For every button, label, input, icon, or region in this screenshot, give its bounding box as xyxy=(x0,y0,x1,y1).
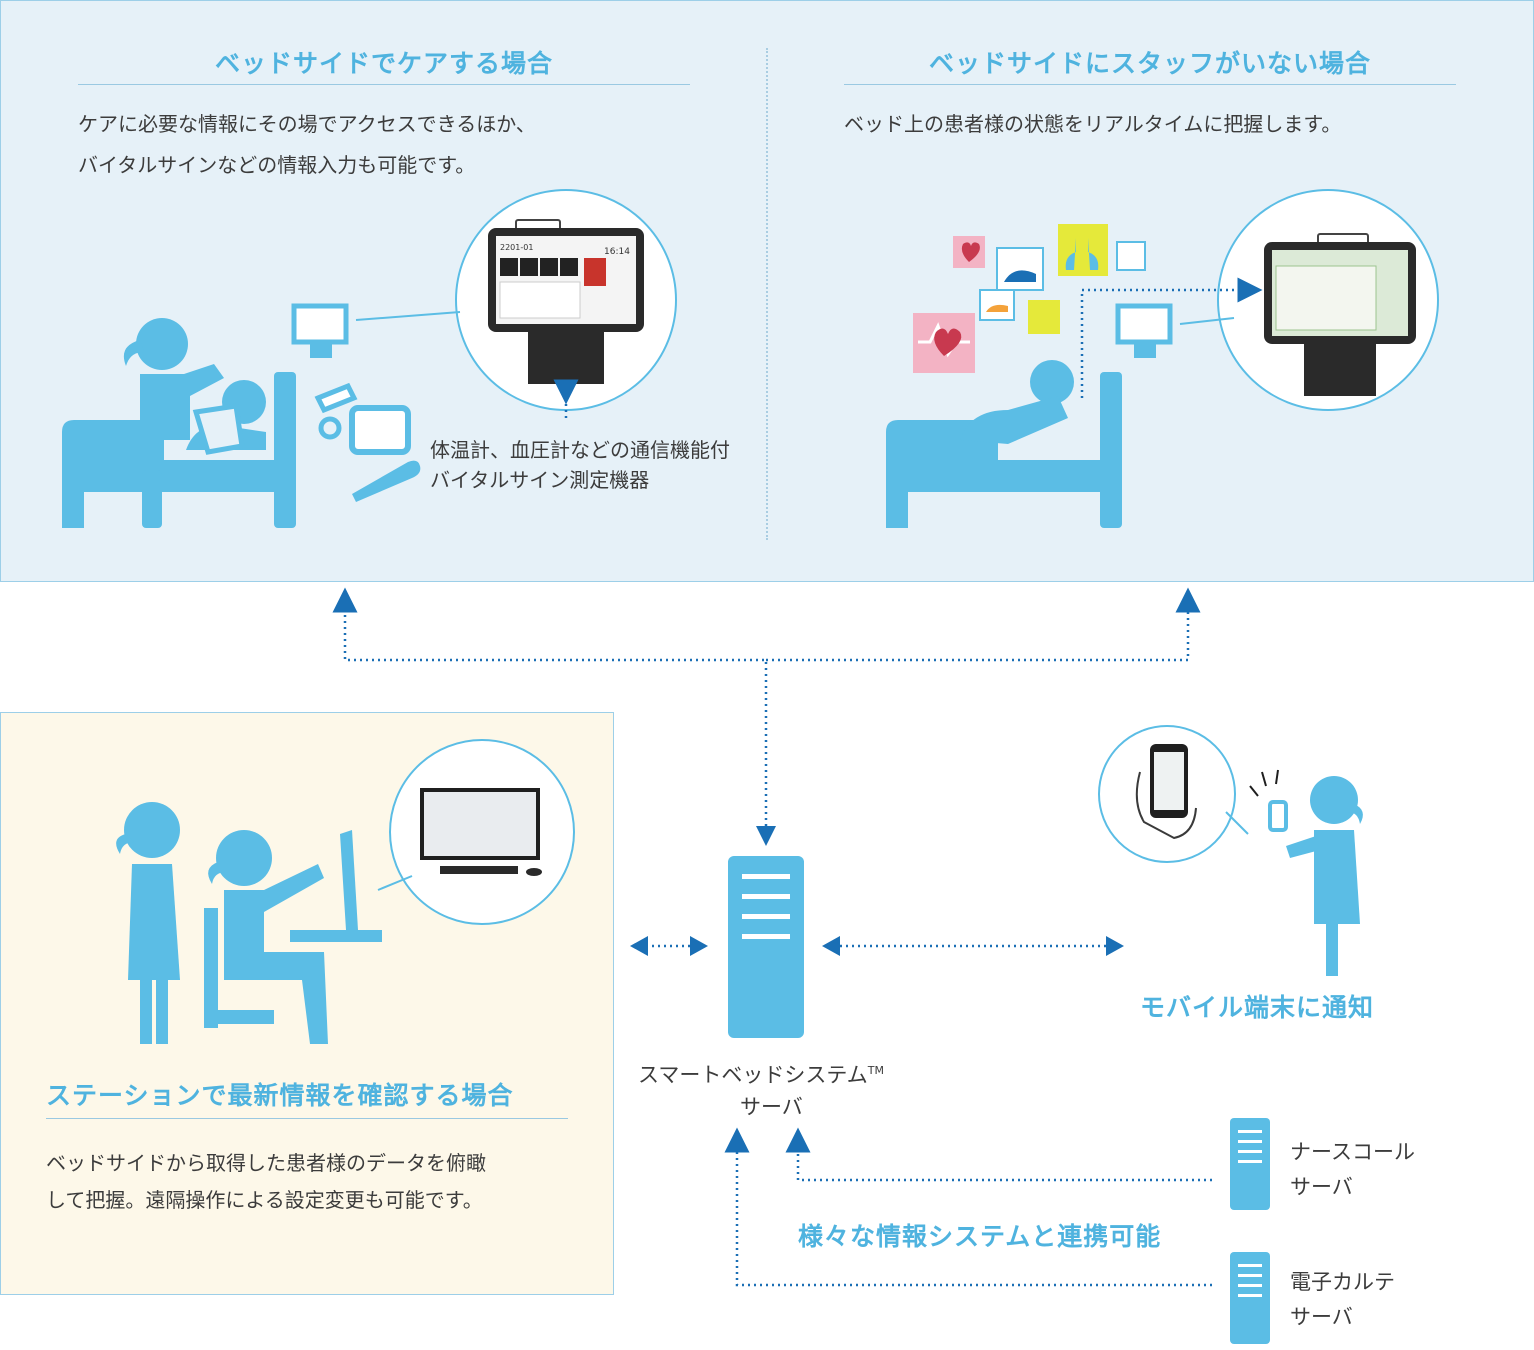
sleeping-patient-head xyxy=(1030,360,1074,404)
integration-label: 様々な情報システムと連携可能 xyxy=(798,1222,1162,1251)
emr-line2: サーバ xyxy=(1290,1305,1353,1329)
arrow-station-left xyxy=(630,936,648,956)
nurse-call-server-icon xyxy=(1230,1118,1270,1210)
trademark: TM xyxy=(867,1064,884,1077)
standing-nurse-head xyxy=(124,802,180,858)
no-staff-rule xyxy=(844,84,1456,85)
hand-outline xyxy=(1135,771,1197,840)
seated-nurse-body xyxy=(224,864,328,1044)
seated-nurse-ponytail xyxy=(208,862,226,884)
small-lung-icon xyxy=(1028,300,1060,334)
bedside-care-illustration: 2201-01 16:14 xyxy=(62,189,677,528)
terminal-stand xyxy=(310,342,332,358)
bed-frame xyxy=(62,420,276,528)
notification-lines xyxy=(1249,769,1279,797)
bedside-tablet: 2201-01 16:14 xyxy=(488,219,644,384)
nurse-phone xyxy=(1268,800,1288,832)
server-name: スマートベッドシステム xyxy=(638,1063,868,1087)
bed-headboard-right xyxy=(1100,372,1122,528)
server-label-line2: サーバ xyxy=(740,1095,803,1119)
bedside-terminal-right xyxy=(1115,303,1173,345)
tablet-room-number: 2201-01 xyxy=(500,243,533,252)
station-line2: して把握。遠隔操作による設定変更も可能です。 xyxy=(46,1188,483,1212)
small-sleep-icon xyxy=(1116,241,1146,271)
server-label-line1: スマートベッドシステムTM xyxy=(638,1054,884,1092)
office-chair xyxy=(204,908,274,1028)
mobile-illustration xyxy=(1098,725,1363,976)
patient-posture-icon xyxy=(979,289,1015,321)
nurse-call-line2: サーバ xyxy=(1290,1175,1353,1199)
emr-server-icon xyxy=(1230,1252,1270,1344)
mobile-notify-label: モバイル端末に通知 xyxy=(1140,993,1375,1022)
link-to-no-staff xyxy=(766,587,1201,662)
seated-nurse-head xyxy=(216,830,272,886)
station-line1: ベッドサイドから取得した患者様のデータを俯瞰 xyxy=(46,1151,486,1175)
nurse-call-line1: ナースコール xyxy=(1290,1140,1415,1164)
emr-line1: 電子カルテ xyxy=(1290,1270,1395,1294)
standing-nurse-ponytail xyxy=(116,834,134,854)
mobile-nurse-body xyxy=(1314,830,1360,924)
desk xyxy=(290,930,382,942)
arrow-mobile-right xyxy=(1106,936,1124,956)
tablet-time: 16:14 xyxy=(604,247,630,257)
station-illustration xyxy=(116,739,575,1044)
smart-bed-server-icon xyxy=(728,856,804,1038)
bed-headboard xyxy=(274,372,296,528)
blood-pressure-cuff-icon xyxy=(314,382,358,440)
nurse-ponytail xyxy=(123,340,144,366)
standing-nurse-body xyxy=(128,864,180,980)
bed-leg xyxy=(142,470,162,528)
bedside-care-line2: バイタルサインなどの情報入力も可能です。 xyxy=(78,153,476,177)
bedside-care-heading: ベッドサイドでケアする場合 xyxy=(214,49,553,78)
nurse-head xyxy=(136,318,188,370)
link-emr xyxy=(724,1127,1212,1287)
bedside-terminal xyxy=(291,303,349,345)
sleeping-patient-body xyxy=(960,396,1068,444)
bedside-tablet-monitor xyxy=(1264,233,1416,396)
arrow-down-to-server xyxy=(756,826,776,846)
blood-pressure-monitor xyxy=(349,405,411,455)
panel-divider xyxy=(766,48,768,540)
arrow-mobile-left xyxy=(822,936,840,956)
bedside-care-line1: ケアに必要な情報にその場でアクセスできるほか、 xyxy=(78,112,536,136)
mobile-nurse-ponytail xyxy=(1348,804,1363,824)
mobile-nurse-arm xyxy=(1286,836,1320,858)
sleep-icon xyxy=(996,247,1044,291)
device-caption-line2: バイタルサイン測定機器 xyxy=(430,468,650,492)
device-caption-line1: 体温計、血圧計などの通信機能付 xyxy=(430,438,730,462)
connector-lines xyxy=(332,587,1212,1287)
bedside-care-rule xyxy=(78,84,690,85)
link-nurse-call xyxy=(785,1127,1212,1182)
no-staff-heading: ベッドサイドにスタッフがいない場合 xyxy=(928,49,1371,78)
thermometer-icon xyxy=(352,460,421,502)
station-rule xyxy=(46,1118,568,1119)
mobile-nurse-head xyxy=(1310,776,1358,824)
desk-monitor xyxy=(340,830,358,930)
laptop xyxy=(192,403,245,455)
lung-icon xyxy=(1058,224,1108,276)
arrow-station-right xyxy=(690,936,708,956)
station-heading: ステーションで最新情報を確認する場合 xyxy=(46,1081,514,1110)
nurse-body xyxy=(140,364,224,440)
bed-frame-right xyxy=(886,420,1100,528)
no-staff-line1: ベッド上の患者様の状態をリアルタイムに把握します。 xyxy=(844,112,1342,136)
no-staff-illustration xyxy=(886,189,1439,528)
